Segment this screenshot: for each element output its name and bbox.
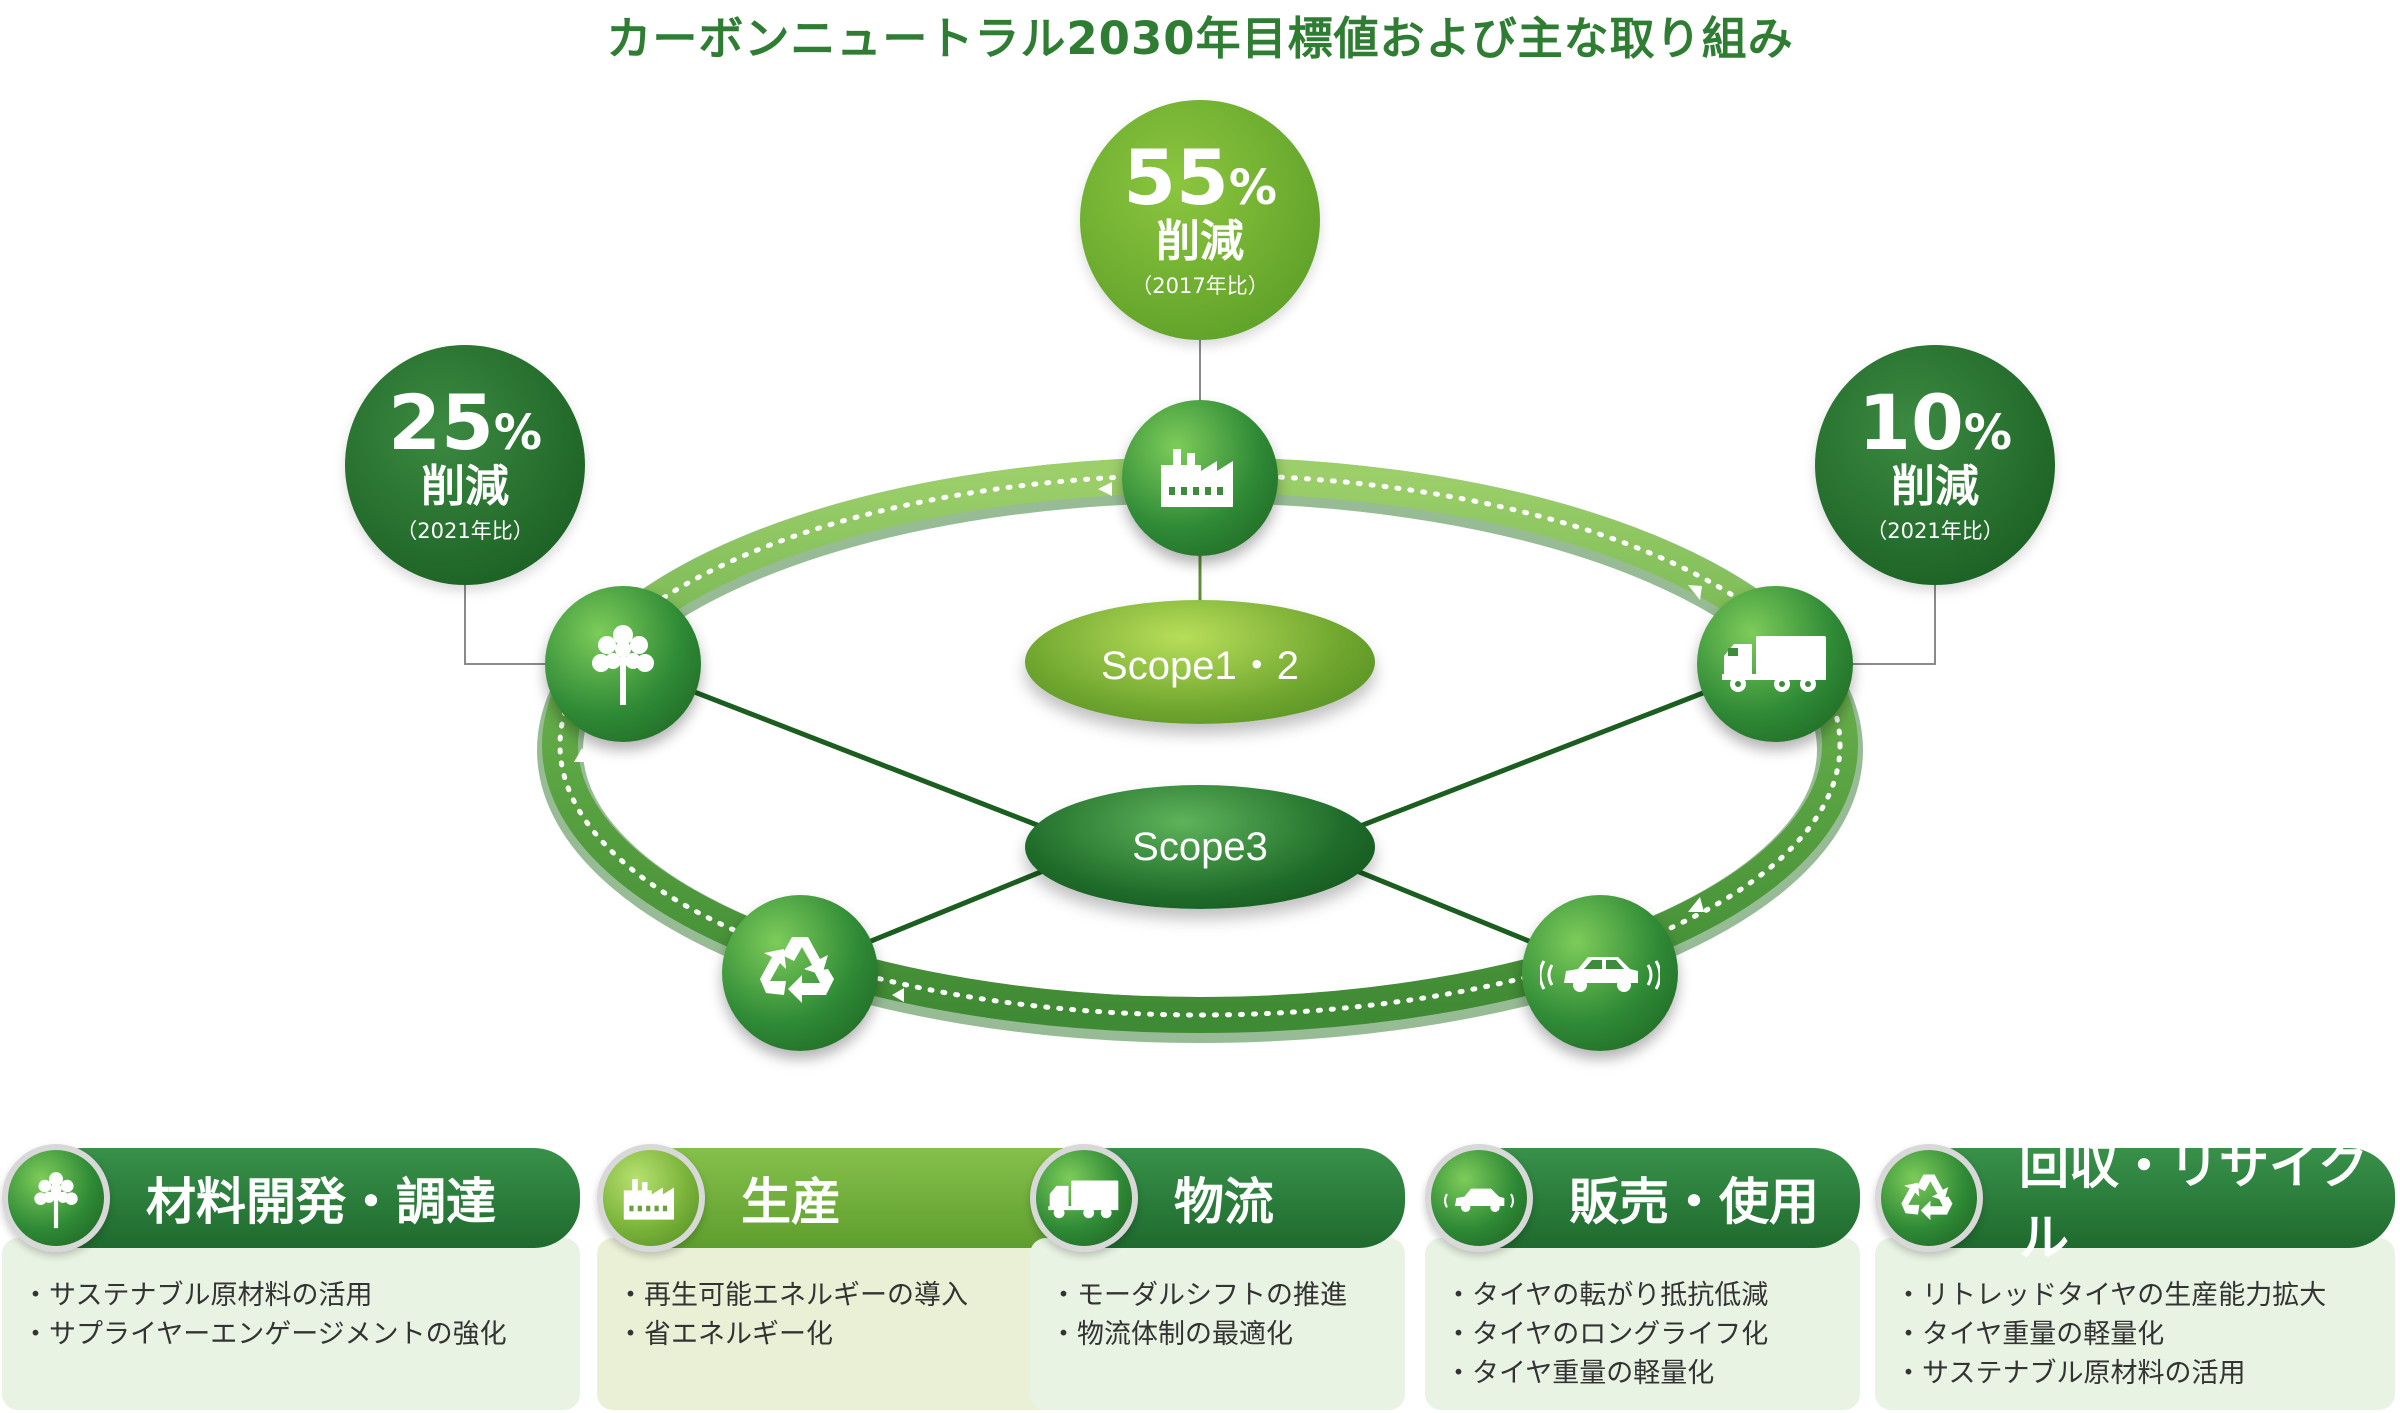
scope3-spoke xyxy=(624,662,1051,833)
card-sales-use: 販売・使用 タイヤの転がり抵抗低減 タイヤのロングライフ化 タイヤ重量の軽量化 xyxy=(1425,1144,1860,1410)
node-tree xyxy=(545,586,701,742)
target-base-year: （2021年比） xyxy=(396,519,534,544)
flow-arrow xyxy=(892,988,904,1002)
connector-line xyxy=(1840,550,1936,665)
card-item-list: モーダルシフトの推進 物流体制の最適化 xyxy=(1050,1276,1347,1354)
flow-arrow xyxy=(1688,897,1704,912)
flow-arrow xyxy=(1688,585,1702,600)
card-item-list: 再生可能エネルギーの導入 省エネルギー化 xyxy=(617,1276,968,1354)
target-unit: % xyxy=(1963,404,2012,461)
target-unit: % xyxy=(1228,159,1277,216)
target-value: 10 xyxy=(1858,377,1964,467)
list-item: タイヤ重量の軽量化 xyxy=(1445,1354,1768,1393)
factory-icon xyxy=(597,1144,705,1252)
target-value: 25 xyxy=(388,377,494,467)
connector-line xyxy=(464,550,545,665)
tree-icon xyxy=(583,617,663,711)
node-truck xyxy=(1697,586,1853,742)
page-title: カーボンニュートラル2030年目標値および主な取り組み xyxy=(606,12,1794,65)
flow-arrow xyxy=(574,748,590,762)
target-bubble-production: 55% 削減 （2017年比） xyxy=(1080,100,1320,340)
node-factory xyxy=(1122,400,1278,556)
card-header: 材料開発・調達 xyxy=(32,1148,580,1248)
list-item: 省エネルギー化 xyxy=(617,1315,968,1354)
list-item: サステナブル原材料の活用 xyxy=(1895,1354,2326,1393)
target-bubble-materials: 25% 削減 （2021年比） xyxy=(345,345,585,585)
list-item: モーダルシフトの推進 xyxy=(1050,1276,1347,1315)
recycle-icon xyxy=(758,931,842,1015)
scope12-oval: Scope1・2 xyxy=(1025,600,1375,724)
target-base-year: （2017年比） xyxy=(1131,274,1269,299)
card-materials: 材料開発・調達 サステナブル原材料の活用 サプライヤーエンゲージメントの強化 xyxy=(2,1144,580,1410)
list-item: サステナブル原材料の活用 xyxy=(22,1276,507,1315)
target-base-year: （2021年比） xyxy=(1866,519,2004,544)
target-unit: % xyxy=(493,404,542,461)
card-header: 販売・使用 xyxy=(1455,1148,1860,1248)
target-value: 55 xyxy=(1123,132,1229,222)
car-icon xyxy=(1425,1144,1533,1252)
list-item: 再生可能エネルギーの導入 xyxy=(617,1276,968,1315)
target-label: 削減 xyxy=(1891,460,1979,512)
list-item: タイヤのロングライフ化 xyxy=(1445,1315,1768,1354)
truck-icon xyxy=(1030,1144,1138,1252)
target-label: 削減 xyxy=(421,460,509,512)
node-recycle xyxy=(722,895,878,1051)
card-logistics: 物流 モーダルシフトの推進 物流体制の最適化 xyxy=(1030,1144,1405,1410)
card-item-list: タイヤの転がり抵抗低減 タイヤのロングライフ化 タイヤ重量の軽量化 xyxy=(1445,1276,1768,1393)
list-item: タイヤの転がり抵抗低減 xyxy=(1445,1276,1768,1315)
list-item: 物流体制の最適化 xyxy=(1050,1315,1347,1354)
tree-icon xyxy=(2,1144,110,1252)
car-icon xyxy=(1538,941,1662,1005)
card-header: 回収・リサイクル xyxy=(1905,1137,2395,1267)
target-label: 削減 xyxy=(1156,215,1244,267)
node-car xyxy=(1522,895,1678,1051)
card-item-list: サステナブル原材料の活用 サプライヤーエンゲージメントの強化 xyxy=(22,1276,507,1354)
card-item-list: リトレッドタイヤの生産能力拡大 タイヤ重量の軽量化 サステナブル原材料の活用 xyxy=(1895,1276,2326,1393)
list-item: タイヤ重量の軽量化 xyxy=(1895,1315,2326,1354)
flow-dotted-path xyxy=(557,472,1843,1018)
list-item: サプライヤーエンゲージメントの強化 xyxy=(22,1315,507,1354)
flow-arrow xyxy=(1098,482,1112,496)
card-recycling: 回収・リサイクル リトレッドタイヤの生産能力拡大 タイヤ重量の軽量化 サステナブ… xyxy=(1875,1137,2395,1410)
truck-icon xyxy=(1720,630,1830,698)
list-item: リトレッドタイヤの生産能力拡大 xyxy=(1895,1276,2326,1315)
target-bubble-logistics: 10% 削減 （2021年比） xyxy=(1815,345,2055,585)
recycle-icon xyxy=(1875,1144,1983,1252)
factory-icon xyxy=(1157,441,1243,515)
scope3-oval: Scope3 xyxy=(1025,785,1375,909)
